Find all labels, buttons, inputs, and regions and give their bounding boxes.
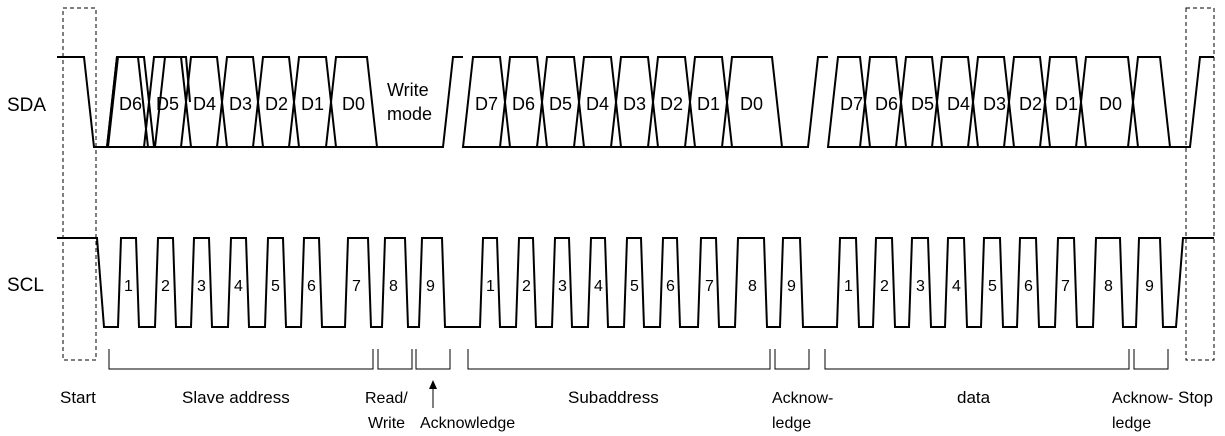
acknowledge-bracket-2 bbox=[774, 349, 810, 370]
scl-pulse-number: 2 bbox=[880, 278, 889, 295]
sda-bit: D0 bbox=[740, 94, 763, 114]
scl-pulse-number: 7 bbox=[352, 278, 361, 295]
data-label: data bbox=[957, 388, 991, 407]
sda-bit: D7 bbox=[475, 94, 498, 114]
sda-bit: D6 bbox=[875, 94, 898, 114]
subaddress-label: Subaddress bbox=[568, 388, 659, 407]
scl-pulse-number: 6 bbox=[666, 278, 675, 295]
read-write-label: Write bbox=[368, 415, 405, 432]
sda-bit: D0 bbox=[342, 94, 365, 114]
sda-bit: D0 bbox=[1099, 94, 1122, 114]
scl-pulse-number: 6 bbox=[307, 278, 316, 295]
slave-address-bracket bbox=[108, 349, 374, 370]
sda-waveform bbox=[57, 56, 1214, 148]
scl-waveform bbox=[57, 237, 1214, 328]
scl-pulse-number: 9 bbox=[426, 278, 435, 295]
scl-pulse-number: 3 bbox=[916, 278, 925, 295]
data-bracket bbox=[824, 349, 1130, 370]
section-brackets bbox=[108, 349, 1169, 370]
scl-pulse-number: 6 bbox=[1024, 278, 1033, 295]
scl-pulse-number: 7 bbox=[705, 278, 714, 295]
sda-bit: D3 bbox=[229, 94, 252, 114]
scl-pulse-number: 9 bbox=[787, 278, 796, 295]
sda-bit: D2 bbox=[1019, 94, 1042, 114]
sda-bit-labels: D6 D5 D4 D3 D2 D1 D0 Write mode D7 D6 D5… bbox=[119, 80, 1122, 124]
scl-pulse-number: 3 bbox=[558, 278, 567, 295]
read-write-bracket bbox=[377, 349, 413, 370]
sda-bit: D4 bbox=[947, 94, 970, 114]
scl-pulse-number: 4 bbox=[594, 278, 603, 295]
scl-pulse-number: 5 bbox=[988, 278, 997, 295]
sda-bit: D4 bbox=[193, 94, 216, 114]
acknowledge-label-2: ledge bbox=[772, 415, 811, 432]
sda-bit: D3 bbox=[623, 94, 646, 114]
subaddress-bracket bbox=[467, 349, 771, 370]
stop-condition-box bbox=[1185, 7, 1215, 361]
scl-pulse-number: 8 bbox=[389, 278, 398, 295]
scl-pulse-number: 2 bbox=[522, 278, 531, 295]
scl-pulse-number: 1 bbox=[124, 278, 133, 295]
sda-bit: D5 bbox=[549, 94, 572, 114]
write-mode-label: Write bbox=[387, 80, 429, 100]
scl-pulse-number: 5 bbox=[630, 278, 639, 295]
sda-bit: D7 bbox=[840, 94, 863, 114]
scl-pulse-number: 8 bbox=[748, 278, 757, 295]
sda-bit: D1 bbox=[1055, 94, 1078, 114]
sda-group2-boxes bbox=[461, 56, 784, 148]
sda-bit: D5 bbox=[156, 94, 179, 114]
acknowledge-bracket-3 bbox=[1133, 349, 1169, 370]
sda-bit: D3 bbox=[983, 94, 1006, 114]
acknowledge-label-2: Acknow- bbox=[772, 390, 833, 407]
scl-pulse-number: 5 bbox=[271, 278, 280, 295]
sda-signal-label: SDA bbox=[7, 95, 46, 116]
acknowledge-label-3: Acknow- bbox=[1112, 390, 1173, 407]
acknowledge-label: Acknowledge bbox=[420, 415, 515, 432]
sda-bit: D4 bbox=[586, 94, 609, 114]
write-mode-label: mode bbox=[387, 104, 432, 124]
sda-bit: D2 bbox=[265, 94, 288, 114]
scl-pulse-number: 8 bbox=[1104, 278, 1113, 295]
acknowledge-arrow-icon bbox=[429, 380, 437, 408]
read-write-label: Read/ bbox=[365, 390, 408, 407]
sda-bit: D2 bbox=[660, 94, 683, 114]
scl-pulse-number: 4 bbox=[952, 278, 961, 295]
sda-bit: D5 bbox=[911, 94, 934, 114]
scl-pulse-number: 2 bbox=[161, 278, 170, 295]
sda-group1-boxes bbox=[106, 56, 379, 148]
stop-label: Stop bbox=[1178, 388, 1213, 407]
scl-pulse-number: 1 bbox=[486, 278, 495, 295]
sda-bit: D6 bbox=[119, 94, 142, 114]
scl-pulse-number: 1 bbox=[844, 278, 853, 295]
scl-pulse-labels: 1 2 3 4 5 6 7 8 9 1 2 3 4 5 6 7 8 9 1 2 … bbox=[124, 278, 1154, 295]
start-condition-box bbox=[62, 7, 97, 361]
scl-pulse-number: 7 bbox=[1061, 278, 1070, 295]
sda-group3-boxes bbox=[826, 56, 1140, 148]
start-label: Start bbox=[60, 388, 96, 407]
scl-signal-label: SCL bbox=[7, 275, 44, 296]
slave-address-label: Slave address bbox=[182, 388, 290, 407]
acknowledge-label-3: ledge bbox=[1112, 415, 1151, 432]
sda-bit: D6 bbox=[512, 94, 535, 114]
scl-pulse-number: 3 bbox=[197, 278, 206, 295]
sda-bit: D1 bbox=[301, 94, 324, 114]
acknowledge-bracket-1 bbox=[415, 349, 451, 370]
scl-pulse-number: 9 bbox=[1145, 278, 1154, 295]
scl-pulse-number: 4 bbox=[234, 278, 243, 295]
sda-bit: D1 bbox=[697, 94, 720, 114]
